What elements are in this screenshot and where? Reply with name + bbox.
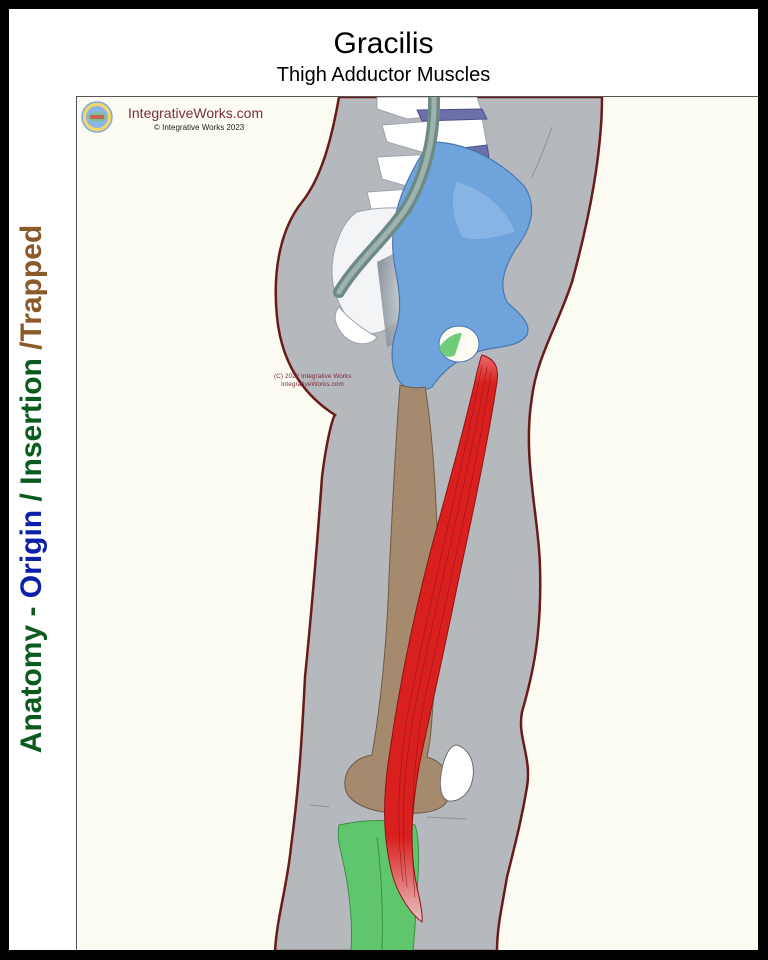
- spinal-canal-core: [336, 97, 437, 295]
- side-label-origin: Origin: [15, 509, 48, 599]
- patella: [439, 744, 474, 802]
- side-label-insertion: Insertion: [15, 358, 48, 485]
- skin-crease-knee: [309, 804, 330, 808]
- pelvis-highlight: [452, 182, 515, 240]
- brand-copyright: © Integrative Works 2023: [154, 123, 245, 132]
- gracilis-muscle: [384, 354, 498, 923]
- coccyx: [334, 306, 378, 345]
- page-title: Gracilis: [333, 27, 434, 60]
- skin-crease-waist: [531, 126, 553, 178]
- page-subtitle: Thigh Adductor Muscles: [276, 64, 491, 86]
- side-label-separator: /: [15, 484, 48, 510]
- side-label-anatomy: Anatomy -: [15, 598, 48, 754]
- illustration-panel: IntegrativeWorks.com © Integrative Works…: [76, 96, 758, 950]
- gracilis-fiber-lines: [398, 364, 492, 898]
- leg-anatomy-illustration: [273, 97, 604, 950]
- brand-site: IntegrativeWorks.com: [128, 105, 264, 121]
- poster-frame: Gracilis Thigh Adductor Muscles Anatomy …: [9, 9, 758, 950]
- obturator-membrane: [439, 333, 462, 357]
- watermark-line-1: (C) 2022 Integrative Works: [274, 373, 352, 380]
- integrative-works-logo-icon: [81, 101, 113, 133]
- skin-crease-knee-2: [426, 816, 468, 820]
- side-label-trapped: /Trapped: [15, 224, 48, 359]
- watermark-line-2: IntegrativeWorks.com: [281, 381, 344, 388]
- tibia-line: [376, 836, 383, 950]
